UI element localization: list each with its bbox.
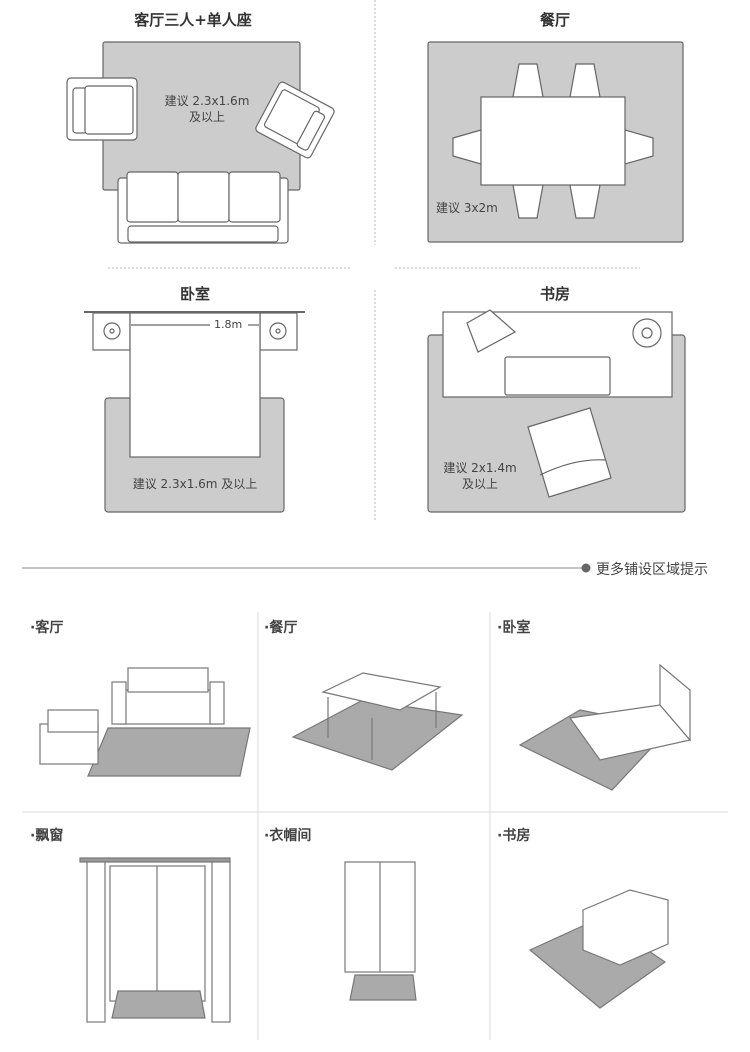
living-room-scene	[39, 667, 251, 777]
bedroom-title: 卧室	[179, 285, 211, 303]
bed-width: 1.8m	[214, 318, 243, 331]
armchair-left	[66, 77, 138, 141]
chair	[512, 184, 544, 219]
more-hint: 更多铺设区域提示	[596, 562, 708, 578]
armchair-right	[255, 81, 335, 159]
area-label: ·书房	[497, 828, 531, 844]
dining-title: 餐厅	[539, 11, 571, 29]
hint-dot	[581, 563, 591, 573]
bay-window-scene	[79, 857, 231, 1023]
area-label: ·客厅	[30, 620, 64, 636]
study-scene	[528, 889, 669, 1009]
area-label: ·餐厅	[264, 620, 298, 636]
bedroom-note: 建议 2.3x1.6m 及以上	[132, 477, 258, 491]
living-room-note: 建议 2.3x1.6m	[164, 94, 250, 108]
living-room-plan	[66, 41, 335, 244]
area-label: ·卧室	[497, 620, 531, 636]
area-label: ·飘窗	[30, 828, 64, 844]
study-title: 书房	[539, 285, 571, 303]
dining-scene	[291, 672, 464, 771]
living-room-note: 及以上	[188, 110, 225, 124]
dining-plan	[427, 41, 684, 243]
closet-scene	[344, 861, 417, 1001]
living-room-title: 客厅三人+单人座	[134, 11, 252, 29]
sofa	[117, 171, 289, 244]
chair	[569, 184, 601, 219]
study-note: 建议 2x1.4m	[443, 461, 517, 475]
bedroom-scene	[518, 663, 692, 791]
table	[480, 96, 626, 186]
keyboard	[504, 356, 611, 396]
bedroom-plan	[84, 311, 305, 513]
study-note: 及以上	[461, 477, 498, 491]
bed	[129, 312, 261, 458]
chair	[512, 63, 544, 98]
area-label: ·衣帽间	[264, 828, 312, 844]
dining-note: 建议 3x2m	[436, 201, 498, 215]
chair	[569, 63, 601, 98]
desk-lamp	[466, 309, 517, 353]
study-plan	[427, 309, 686, 513]
